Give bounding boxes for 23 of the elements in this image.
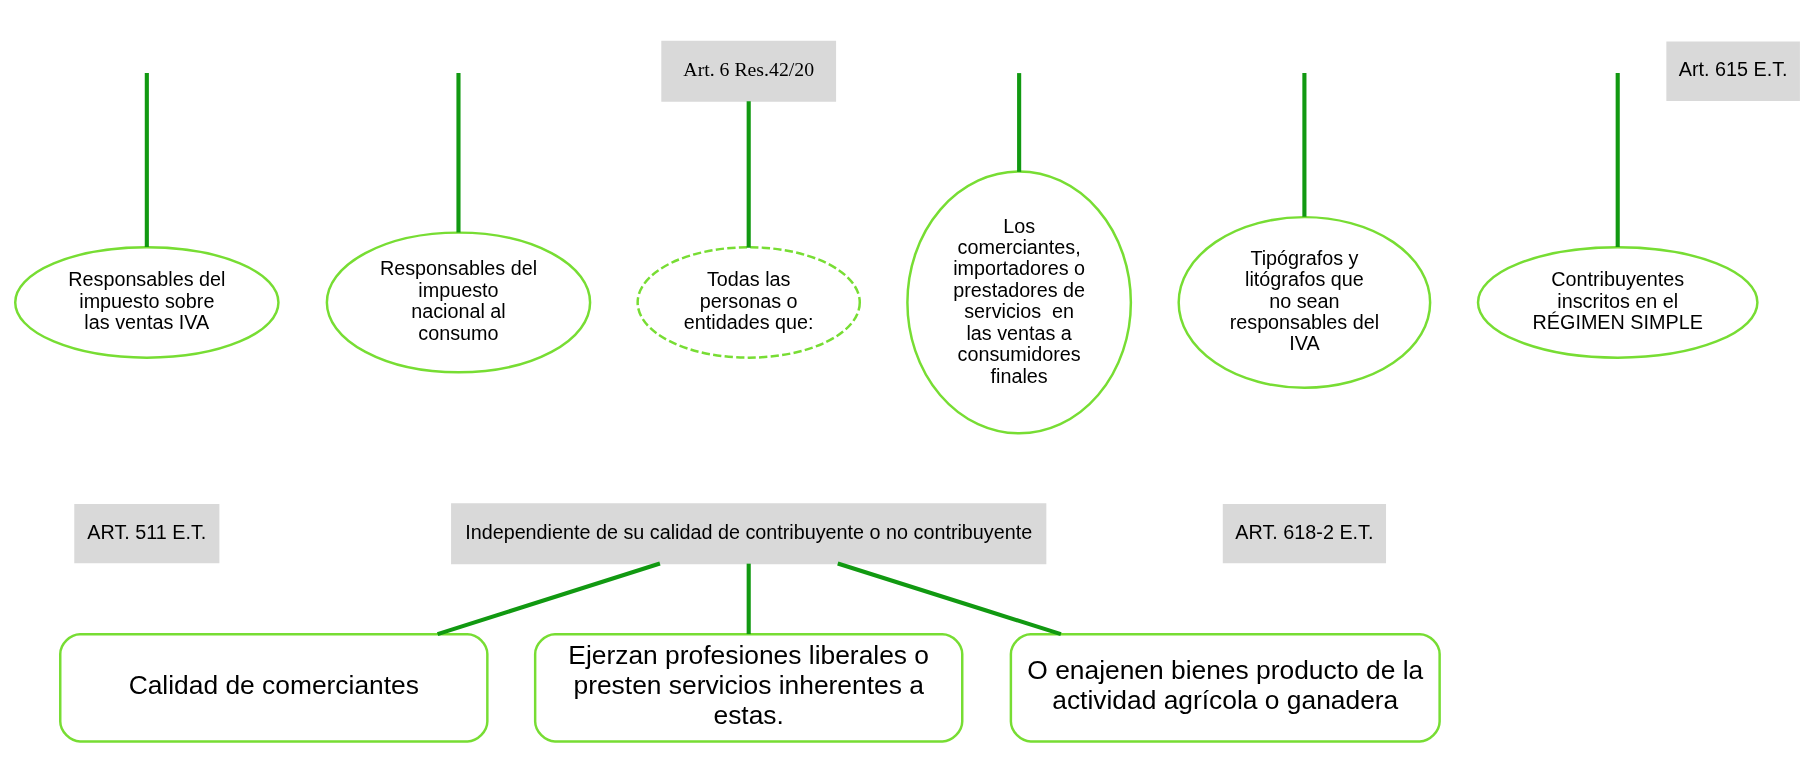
node-box: Ejerzan profesiones liberales o presten servicios inherentes a estas. (533, 633, 964, 743)
node-ellipse: Responsables del impuesto nacional al consumo (325, 231, 592, 374)
node-box: Art. 6 Res.42/20 (661, 40, 837, 102)
node-box: Calidad de comerciantes (59, 633, 489, 743)
connector (436, 561, 661, 637)
connector (1017, 73, 1022, 172)
connector (1302, 73, 1307, 217)
label: ART. 618-2 E.T. (1235, 520, 1374, 543)
node-ellipse: Tipógrafos y litógrafos que no sean responsables del IVA (1177, 215, 1432, 389)
connector (746, 101, 751, 248)
connector (1615, 73, 1620, 248)
node-ellipse: Contribuyentes inscritos en el RÉGIMEN SIMPLE (1476, 246, 1759, 359)
node-box: O enajenen bienes producto de la actividad agrícola o ganadera (1009, 633, 1441, 743)
node-box: Independiente de su calidad de contribuyente o no contribuyente (451, 503, 1047, 565)
connector (746, 563, 751, 635)
node-ellipse: Los comerciantes, importadores o prestadores de servicios en las ventas a consumidores finales (906, 170, 1133, 435)
connector (456, 73, 461, 233)
connector (144, 73, 149, 248)
connector (837, 561, 1062, 637)
node-ellipse: Todas las personas o entidades que: (636, 246, 861, 359)
node-ellipse: Responsables del impuesto sobre las ventas IVA (14, 246, 280, 359)
label: Art. 615 E.T. (1678, 58, 1788, 81)
label: ART. 511 E.T. (87, 520, 207, 543)
